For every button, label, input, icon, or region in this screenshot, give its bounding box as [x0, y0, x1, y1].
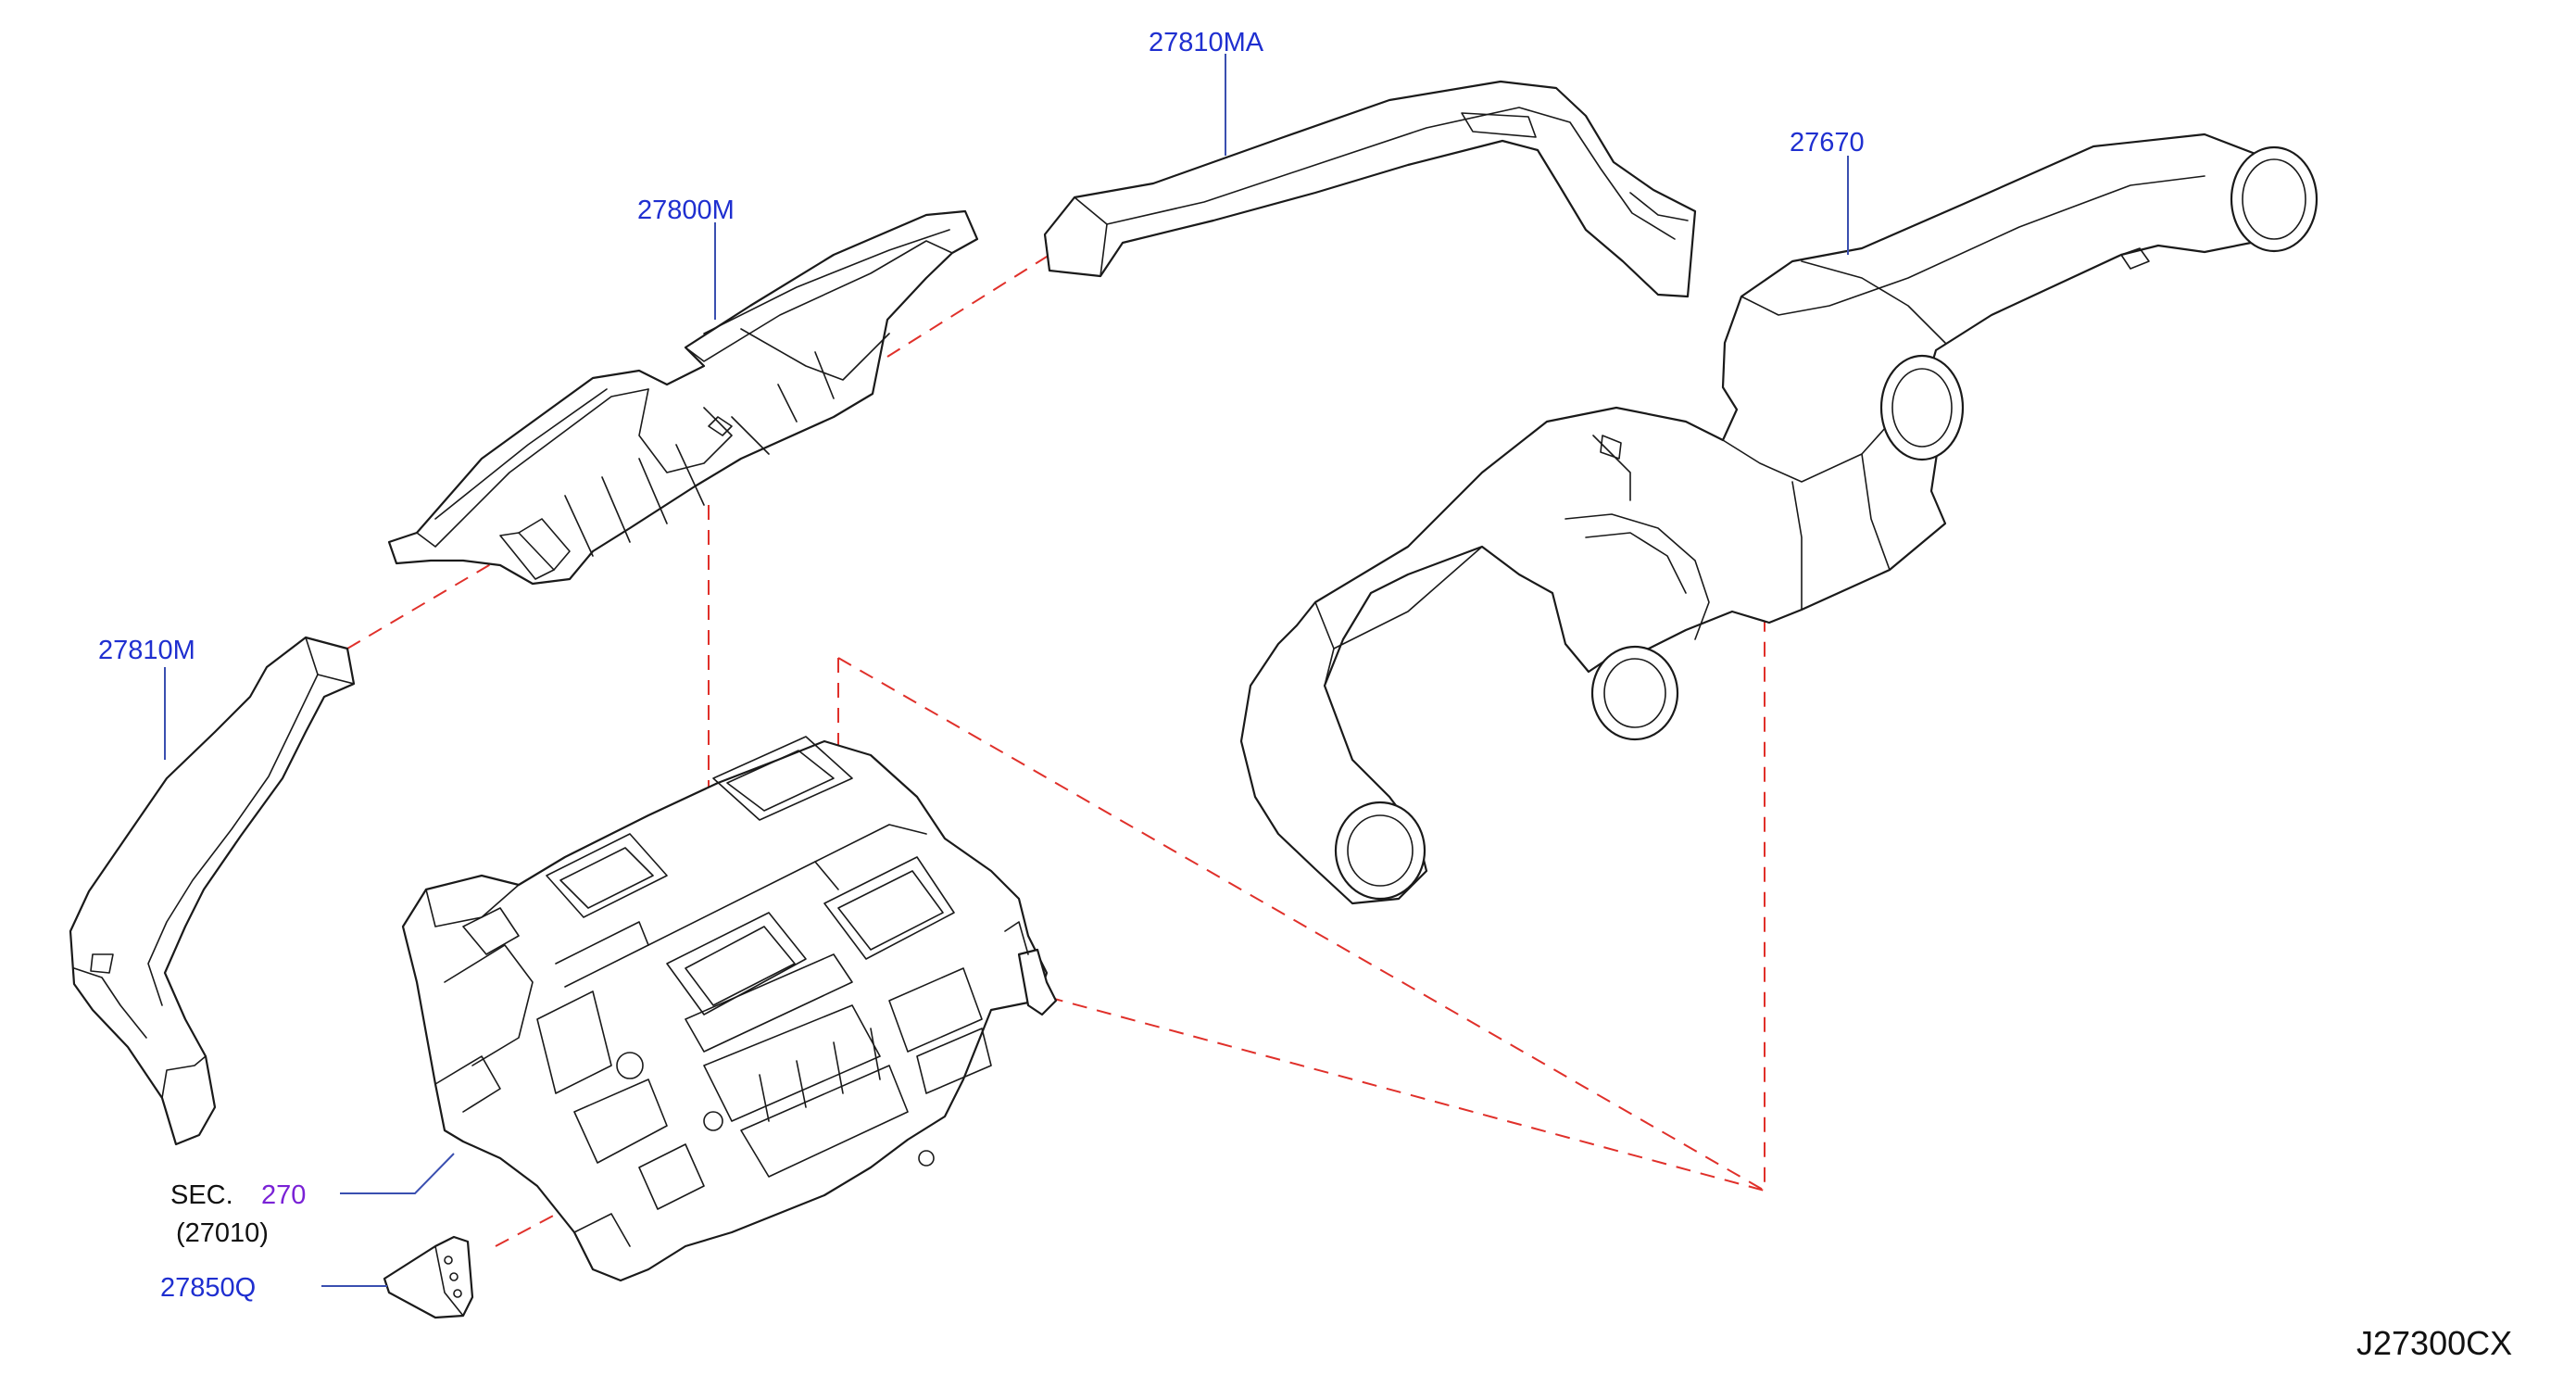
leader-sec-270	[340, 1153, 455, 1194]
callout-labels: 27810MA 27800M 27670 27810M SEC. 270 (27…	[98, 28, 2512, 1362]
duct-port-upper-right	[2230, 145, 2318, 253]
label-27670[interactable]: 27670	[1790, 128, 1865, 158]
diagram-code: J27300CX	[2356, 1324, 2512, 1362]
part-27810m-duct[interactable]	[69, 636, 356, 1146]
part-27810ma-duct[interactable]	[1043, 80, 1697, 298]
label-27800m[interactable]: 27800M	[637, 196, 735, 225]
part-27850q[interactable]	[383, 1235, 474, 1319]
label-27850q[interactable]: 27850Q	[160, 1273, 256, 1303]
guide-line-center-to-right	[886, 251, 1055, 358]
part-27800m-vent-assembly[interactable]	[387, 209, 979, 586]
part-27670-duct[interactable]	[1239, 132, 2318, 905]
label-27810m[interactable]: 27810M	[98, 636, 195, 665]
guide-line-left-duct	[346, 555, 506, 650]
duct-port-middle	[1879, 354, 1965, 461]
guide-line-box	[837, 607, 1766, 1192]
guide-line-diag	[837, 657, 1766, 1192]
leader-lines	[164, 54, 1849, 1287]
label-27810ma[interactable]: 27810MA	[1149, 28, 1264, 57]
label-sec-prefix: SEC.	[170, 1180, 233, 1210]
duct-port-lower-left	[1334, 801, 1426, 901]
duct-port-center	[1590, 645, 1679, 741]
part-heater-unit[interactable]	[401, 736, 1058, 1282]
label-sec-number[interactable]: 270	[261, 1180, 306, 1210]
label-sec-sub: (27010)	[176, 1218, 269, 1248]
